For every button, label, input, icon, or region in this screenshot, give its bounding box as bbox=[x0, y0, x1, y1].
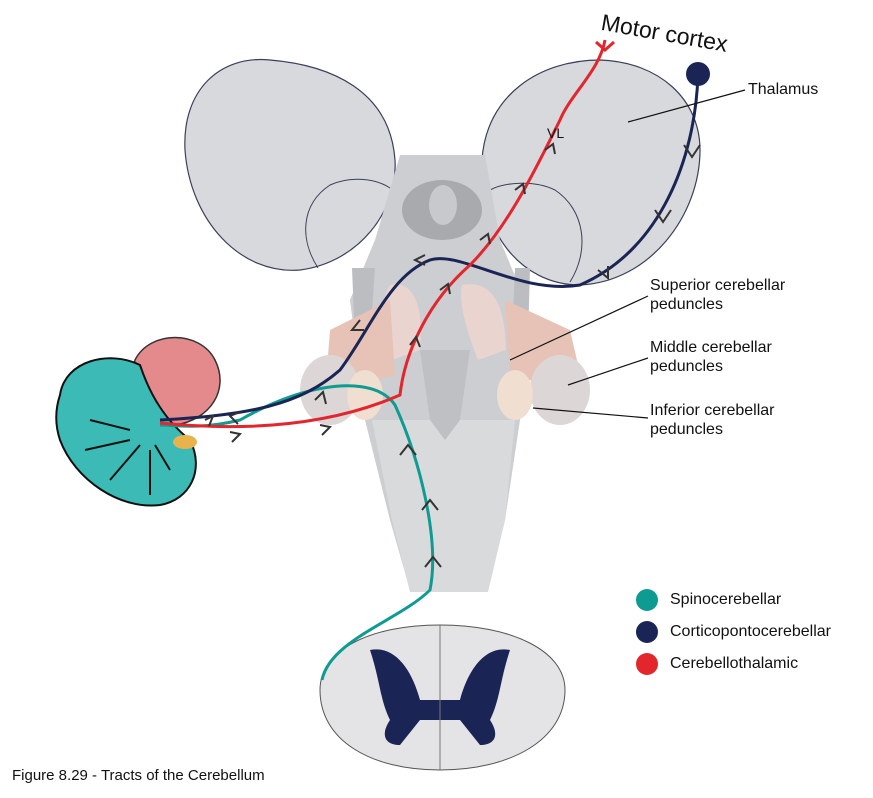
inferior-peduncle-left bbox=[347, 370, 383, 420]
superior-peduncle-left bbox=[383, 284, 421, 360]
inferior-line-1: Inferior cerebellar bbox=[650, 402, 775, 419]
middle-line-2: peduncles bbox=[650, 358, 723, 375]
figure-caption: Figure 8.29 - Tracts of the Cerebellum bbox=[12, 767, 265, 784]
left-hemisphere-fold bbox=[305, 178, 391, 269]
thalamus-label: Thalamus bbox=[748, 81, 819, 98]
flocculus bbox=[173, 435, 197, 449]
medulla bbox=[372, 420, 515, 592]
legend-dot bbox=[636, 589, 658, 611]
inferior-peduncle-right bbox=[497, 370, 533, 420]
legend-item-corticopontocerebellar: Corticopontocerebellar bbox=[636, 621, 831, 643]
pineal bbox=[429, 185, 457, 225]
superior-line-1: Superior cerebellar bbox=[650, 277, 786, 294]
superior-line-2: peduncles bbox=[650, 296, 723, 313]
legend-item-spinocerebellar: Spinocerebellar bbox=[636, 589, 781, 611]
spinal-grey-matter bbox=[370, 649, 510, 745]
middle-line-1: Middle cerebellar bbox=[650, 339, 772, 356]
cerebellum-posterior bbox=[55, 357, 197, 507]
superior-peduncle-label: Superior cerebellar peduncles bbox=[650, 276, 785, 314]
cerebellothalamic-tract bbox=[159, 39, 607, 429]
right-hemisphere bbox=[481, 59, 701, 286]
spinal-cord-section bbox=[319, 624, 566, 771]
legend-label: Cerebellothalamic bbox=[670, 655, 799, 672]
legend-dot bbox=[636, 621, 658, 643]
inferior-leader bbox=[532, 407, 649, 419]
fourth-ventricle bbox=[420, 350, 470, 440]
arrowheads bbox=[204, 142, 701, 568]
left-hemisphere bbox=[184, 58, 396, 271]
legend-label: Corticopontocerebellar bbox=[670, 623, 831, 640]
vl-label: VL bbox=[547, 125, 565, 141]
motor-cortex-dendrite bbox=[595, 40, 615, 53]
cerebellum-folia bbox=[84, 419, 171, 495]
spinocerebellar-tract bbox=[159, 384, 435, 681]
middle-leader bbox=[567, 357, 649, 386]
motor-cortex-neuron-dot bbox=[686, 62, 710, 86]
legend-label: Spinocerebellar bbox=[670, 591, 782, 608]
inferior-peduncle-label: Inferior cerebellar peduncles bbox=[650, 401, 775, 439]
thalamus-leader bbox=[627, 89, 746, 123]
inferior-line-2: peduncles bbox=[650, 421, 723, 438]
superior-peduncle-right bbox=[460, 284, 506, 360]
right-hemisphere-fold bbox=[489, 182, 583, 283]
superior-leader bbox=[509, 295, 649, 361]
pons-right-bulge bbox=[530, 355, 590, 425]
legend-dot bbox=[636, 653, 658, 675]
middle-peduncle-label: Middle cerebellar peduncles bbox=[650, 338, 772, 376]
pons-left-bulge bbox=[300, 355, 360, 425]
legend-item-cerebellothalamic: Cerebellothalamic bbox=[636, 653, 798, 675]
